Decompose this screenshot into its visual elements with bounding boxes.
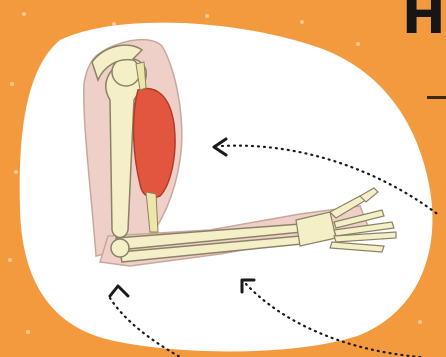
white-blob-panel — [20, 23, 433, 352]
heading-underline — [427, 96, 446, 99]
page-heading: H — [402, 0, 446, 42]
biceps-muscle — [134, 88, 176, 197]
elbow-joint — [111, 239, 129, 257]
